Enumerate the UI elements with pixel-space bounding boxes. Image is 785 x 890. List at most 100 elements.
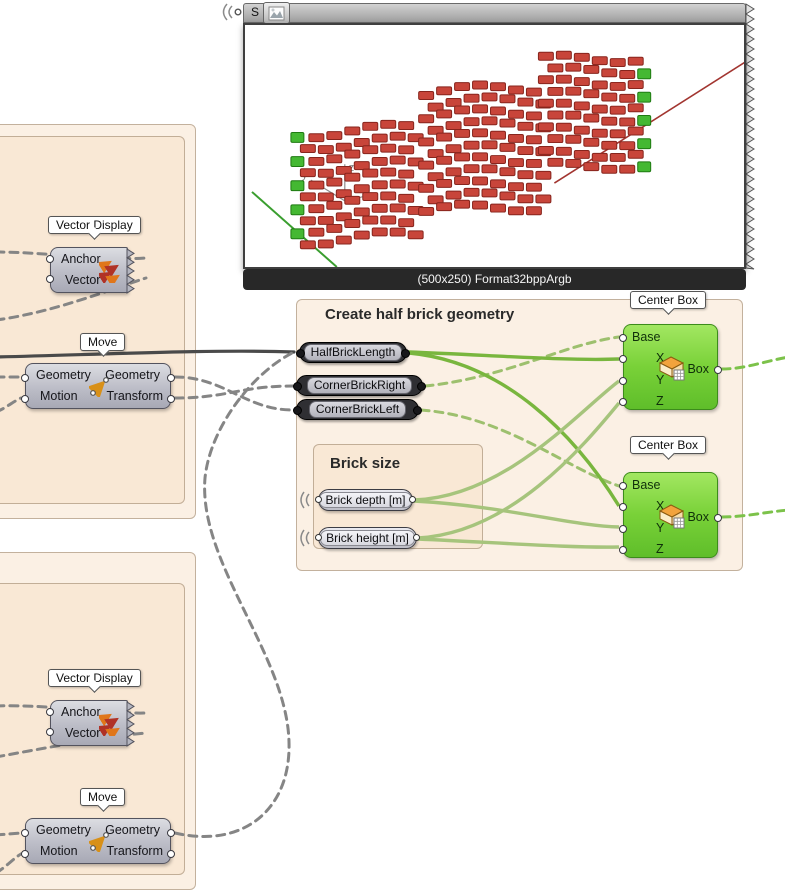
tag-center-box-bottom: Center Box <box>630 436 707 454</box>
port-label-geometry-out: Geometry <box>105 368 160 382</box>
move-icon <box>89 832 109 852</box>
grip-move-top-geometry-out[interactable] <box>167 374 175 382</box>
stub-arcs-brick-height <box>300 529 310 547</box>
tag-move-bottom: Move <box>80 788 126 806</box>
port-label-base: Base <box>632 478 661 492</box>
move-icon <box>89 377 109 397</box>
tag-center-box-top: Center Box <box>630 291 707 309</box>
port-label-motion: Motion <box>40 844 78 858</box>
wire-stub-move-bottom-motion <box>0 852 23 873</box>
wire-dark-to-halfbricklength <box>0 349 296 359</box>
panel-title-bar[interactable] <box>243 3 746 23</box>
port-label-transform: Transform <box>106 389 164 403</box>
panel-image-viewport[interactable]: zy <box>243 23 747 269</box>
wire-cornerbrickleft-to-box2-base <box>419 408 621 488</box>
param-label: Brick depth [m] <box>319 492 412 508</box>
grip-move-bottom-geometry-out[interactable] <box>167 829 175 837</box>
param-brick-depth[interactable]: Brick depth [m] <box>315 489 416 511</box>
wire-stub-move-top-motion <box>0 396 23 412</box>
port-label-y: Y <box>656 373 665 387</box>
port-label-anchor: Anchor <box>61 705 101 719</box>
wire-move-top-to-cornerbrickright <box>173 384 295 400</box>
wire-box2-out <box>720 508 785 519</box>
center-box-icon <box>658 504 685 529</box>
grip-vd-bottom-vector[interactable] <box>46 728 54 736</box>
vector-display-icon <box>99 713 120 736</box>
param-halfbricklength[interactable]: HalfBrickLength <box>296 342 410 363</box>
wire-depth-to-box2-y <box>413 499 620 529</box>
port-label-z: Z <box>656 542 664 556</box>
group-title-brick-size: Brick size <box>330 455 401 472</box>
grip-move-bottom-motion[interactable] <box>21 850 29 858</box>
wire-move-top-to-cornerbrickleft <box>173 375 295 412</box>
port-label-x: X <box>656 499 665 513</box>
grip-box2-x[interactable] <box>619 503 627 511</box>
tag-vector-display-top: Vector Display <box>48 216 141 234</box>
panel-caption: (500x250) Format32bppArgb <box>243 269 746 290</box>
grip-box1-out[interactable] <box>714 366 722 374</box>
vector-display-icon <box>99 260 120 283</box>
group-top-left-outer[interactable] <box>0 124 196 519</box>
port-label-box: Box <box>687 510 709 524</box>
tag-vector-display-bottom: Vector Display <box>48 669 141 687</box>
param-cornerbrickleft[interactable]: CornerBrickLeft <box>293 399 422 420</box>
port-label-transform: Transform <box>106 844 164 858</box>
component-center-box-top[interactable]: Base X Y Z Box <box>619 324 722 410</box>
grip-move-top-transform[interactable] <box>167 395 175 403</box>
grip-box1-x[interactable] <box>619 355 627 363</box>
grip-move-top-geometry-in[interactable] <box>21 374 29 382</box>
group-title-create-half-brick: Create half brick geometry <box>325 306 515 323</box>
group-top-left-inner[interactable] <box>0 136 185 504</box>
port-label-box: Box <box>687 362 709 376</box>
port-label-motion: Motion <box>40 389 78 403</box>
grip-box2-out[interactable] <box>714 514 722 522</box>
grip-vd-bottom-anchor[interactable] <box>46 708 54 716</box>
port-label-base: Base <box>632 330 661 344</box>
grip-vd-top-vector[interactable] <box>46 275 54 283</box>
wire-height-to-box1-z <box>417 401 621 540</box>
grip-box2-z[interactable] <box>619 546 627 554</box>
panel-torn-edge <box>745 3 755 270</box>
param-label: CornerBrickLeft <box>308 401 407 418</box>
component-center-box-bottom[interactable]: Base X Y Z Box <box>619 472 722 558</box>
grip-move-bottom-transform[interactable] <box>167 850 175 858</box>
wire-halfbrick-to-box1-x <box>408 350 620 362</box>
grip-box2-base[interactable] <box>619 482 627 490</box>
param-brick-height[interactable]: Brick height [m] <box>315 527 420 549</box>
wire-height-to-box2-z <box>417 537 620 549</box>
stub-arcs-panel-input <box>222 3 233 21</box>
port-label-z: Z <box>656 394 664 408</box>
param-label: HalfBrickLength <box>303 344 403 361</box>
wire-move-bottom-long <box>173 350 296 838</box>
grip-box1-y[interactable] <box>619 377 627 385</box>
center-box-icon <box>658 356 685 381</box>
image-icon-glyph <box>268 6 285 20</box>
panel-input-grip[interactable] <box>234 8 242 16</box>
grip-box1-base[interactable] <box>619 334 627 342</box>
param-label: Brick height [m] <box>320 530 415 546</box>
tag-move-top: Move <box>80 333 126 351</box>
image-icon[interactable] <box>263 2 290 24</box>
port-label-vector: Vector <box>65 273 101 287</box>
wire-cornerbrickright-to-box1-base <box>423 335 621 388</box>
grip-box2-y[interactable] <box>619 525 627 533</box>
brick-wall-render: zy <box>251 50 747 268</box>
wire-depth-to-box1-y <box>413 379 621 502</box>
grip-move-bottom-geometry-in[interactable] <box>21 829 29 837</box>
grip-move-top-motion[interactable] <box>21 395 29 403</box>
grip-vd-top-anchor[interactable] <box>46 255 54 263</box>
component-move-top[interactable]: Geometry Motion Geometry Transform <box>21 363 175 409</box>
component-move-bottom[interactable]: Geometry Motion Geometry Transform <box>21 818 175 864</box>
port-label-anchor: Anchor <box>61 252 101 266</box>
component-vector-display-bottom[interactable]: Anchor Vector <box>46 700 135 747</box>
wire-stub-move-bottom-geometry <box>0 831 23 837</box>
panel-tab-label: S <box>251 5 260 19</box>
grip-box1-z[interactable] <box>619 398 627 406</box>
vd-top-torn-edge <box>126 248 135 294</box>
vd-bottom-torn-edge <box>126 701 135 747</box>
port-label-geometry-in: Geometry <box>36 823 91 837</box>
param-cornerbrickright[interactable]: CornerBrickRight <box>293 375 426 396</box>
component-vector-display-top[interactable]: Anchor Vector <box>46 247 135 294</box>
stub-arcs-brick-depth <box>300 491 310 509</box>
